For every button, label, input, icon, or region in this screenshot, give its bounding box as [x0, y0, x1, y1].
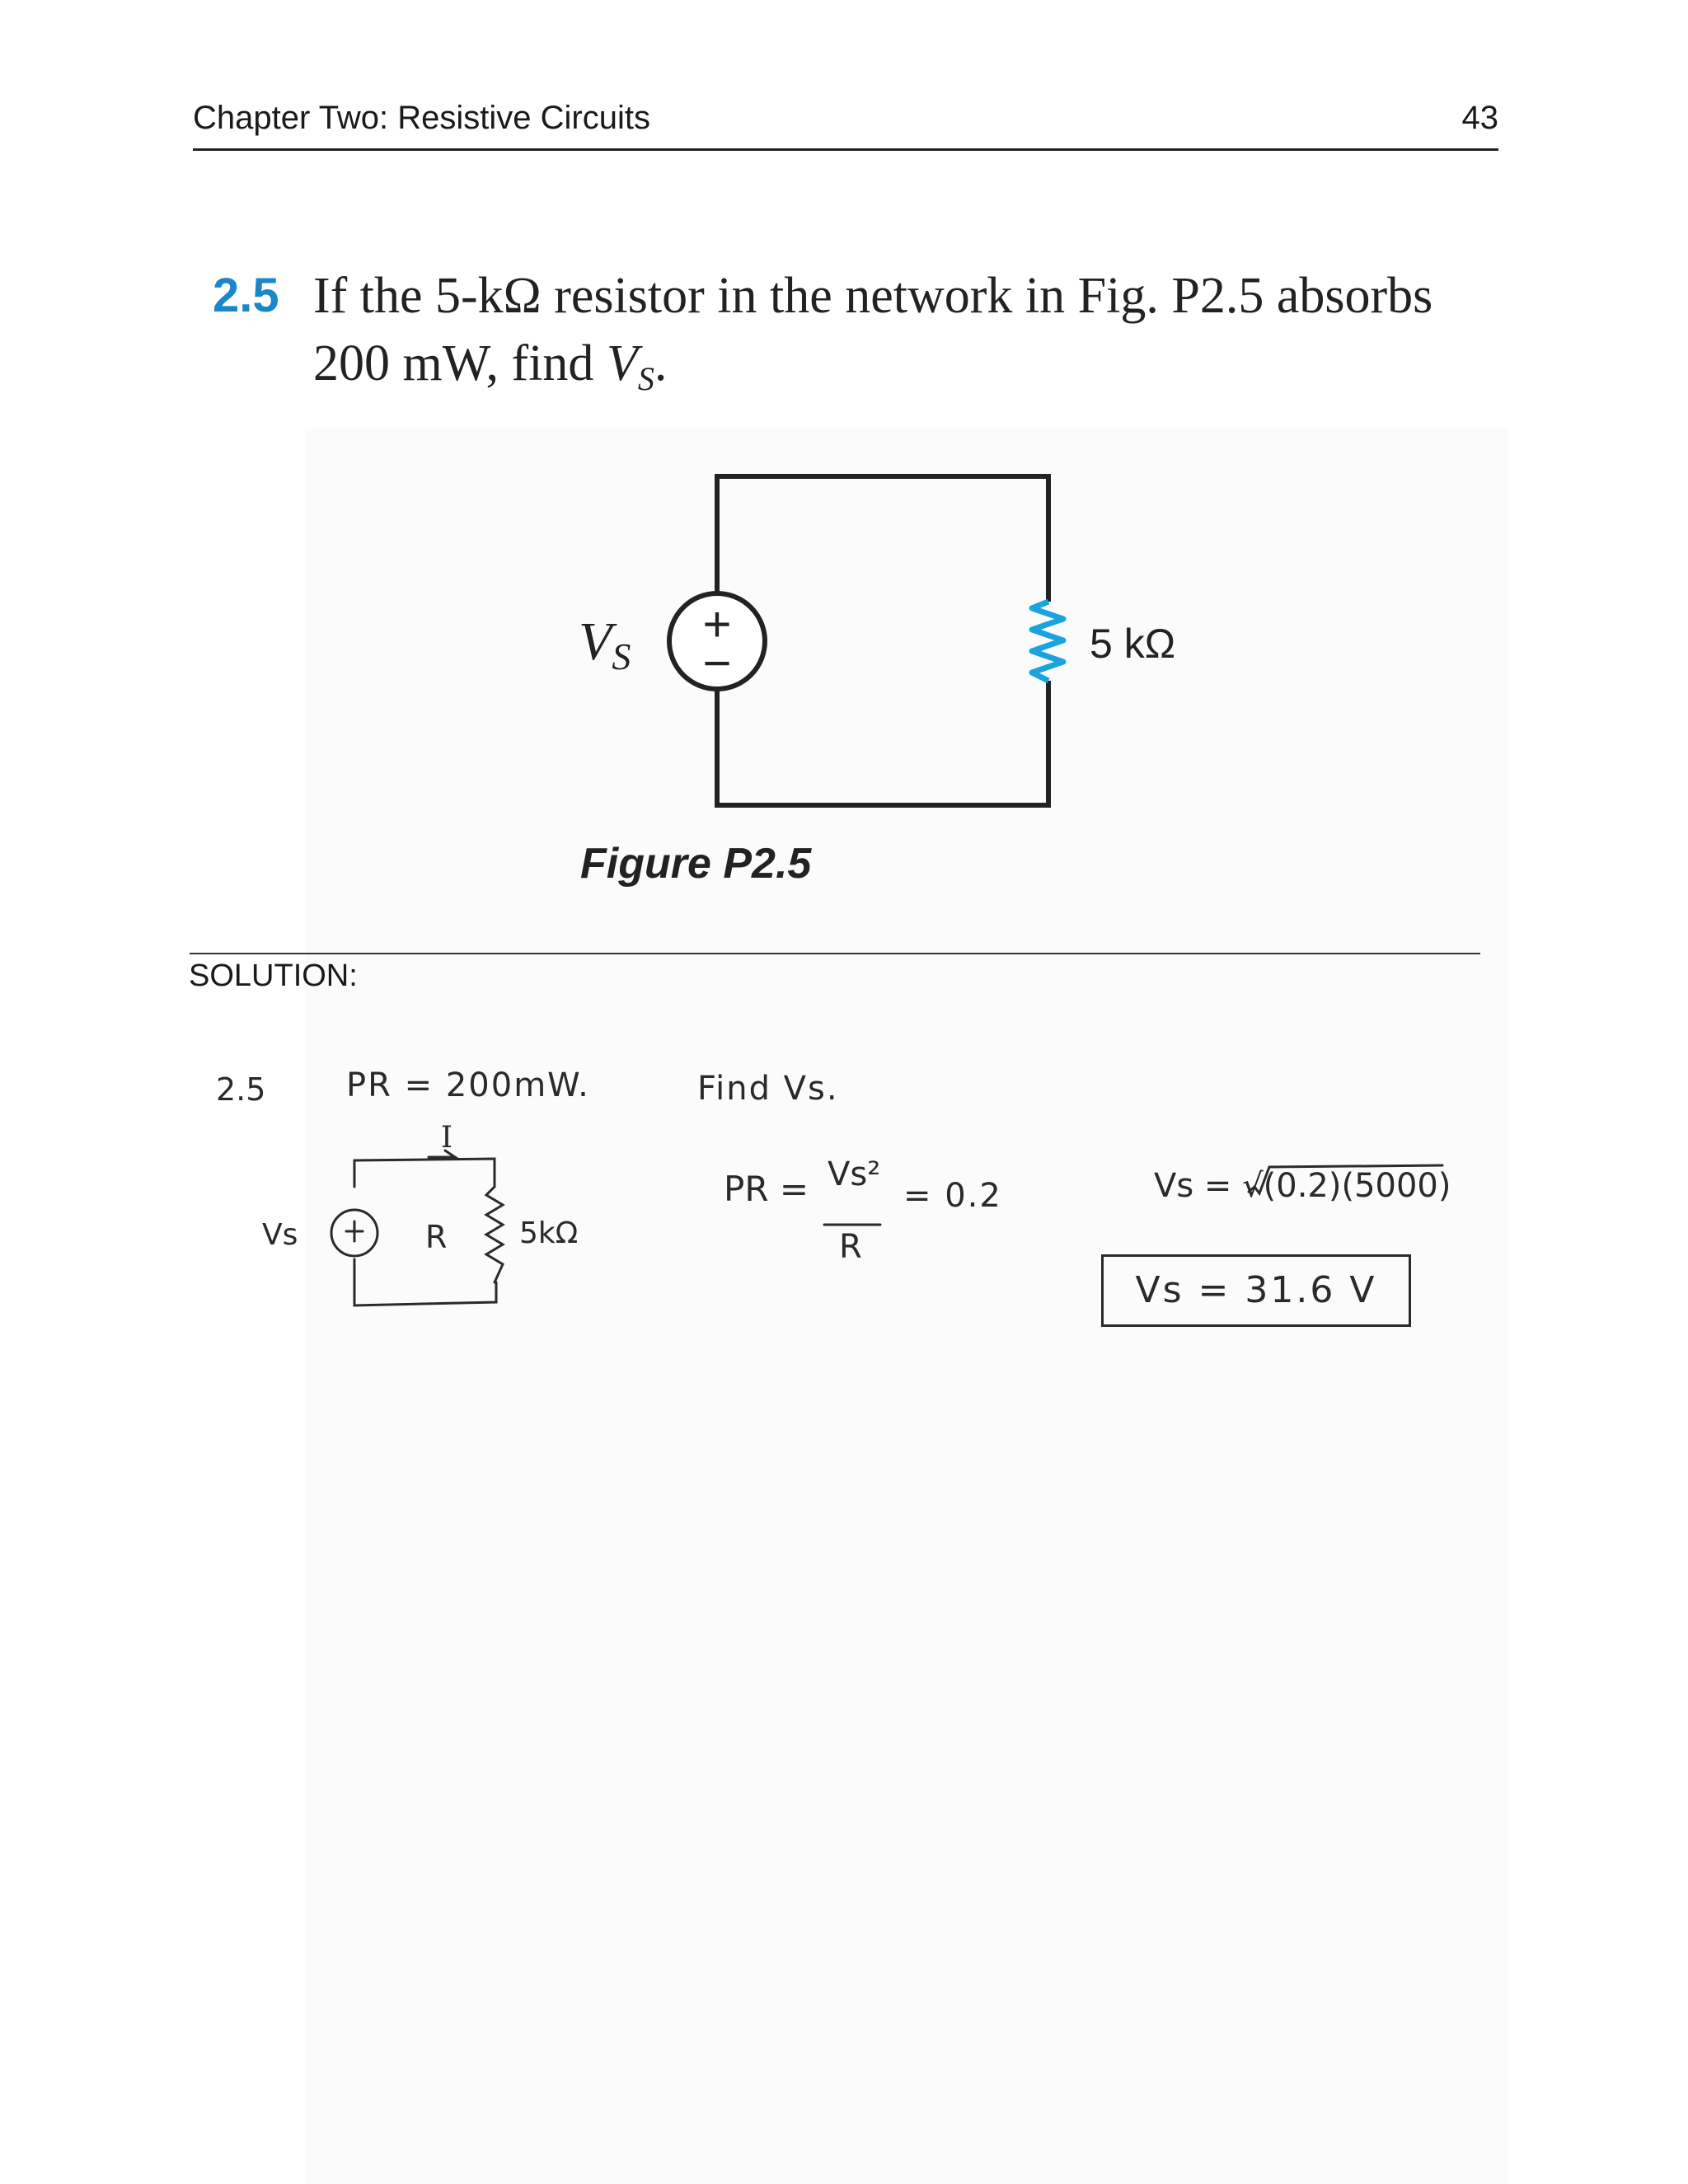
handwritten-given-power: PR = 200mW. [346, 1066, 590, 1104]
handwritten-sketch: I Vs R 5kΩ [262, 1121, 1444, 1307]
handwritten-eq-lhs: PR = [724, 1169, 809, 1209]
sketch-current-arrow [427, 1149, 459, 1159]
problem-text: If the 5-kΩ resistor in the network in F… [313, 262, 1500, 413]
source-label: VS [579, 612, 631, 677]
sketch-source-circle [330, 1208, 379, 1258]
scanned-solution-background [305, 429, 1508, 2184]
handwritten-vs-calculation: Vs = √(0.2)(5000) [1154, 1167, 1451, 1205]
problem-text-end: . [654, 335, 668, 391]
problem-text-main: If the 5-kΩ resistor in the network in F… [313, 268, 1433, 391]
boxed-answer: Vs = 31.6 V [1101, 1254, 1411, 1327]
problem-number: 2.5 [213, 269, 279, 322]
circuit-figure: + − VS 5 kΩ [579, 474, 1175, 808]
figure-caption: Figure P2.5 [580, 840, 812, 888]
sketch-sqrt-bar [1247, 1164, 1444, 1197]
sketch-current-label: I [441, 1121, 452, 1155]
sketch-source-label: Vs [262, 1218, 298, 1252]
page-number: 43 [1461, 100, 1499, 136]
sketch-resistor-label: R [425, 1219, 447, 1255]
handwritten-find: Find Vs. [697, 1070, 839, 1108]
source-minus-sign: − [702, 635, 731, 691]
voltage-source-symbol [667, 591, 767, 691]
left-bottom-wire [715, 681, 1051, 808]
solution-label: SOLUTION: [189, 958, 358, 993]
circuit-wires [715, 474, 1051, 808]
sketch-resistor-value: 5kΩ [519, 1216, 578, 1250]
problem-var-sub: S [637, 360, 654, 397]
chapter-title: Chapter Two: Resistive Circuits [193, 100, 650, 136]
solution-divider [190, 953, 1480, 954]
handwritten-eq-value: = 0.2 [903, 1177, 1002, 1215]
handwritten-problem-number: 2.5 [216, 1071, 266, 1108]
sketch-top-wire [353, 1157, 496, 1188]
left-top-wire [715, 474, 1051, 602]
sketch-bottom-wire [353, 1258, 498, 1307]
resistor-label: 5 kΩ [1090, 621, 1175, 667]
source-plus-sign: + [702, 597, 731, 652]
handwritten-eq-numerator: Vs² [828, 1155, 881, 1193]
running-header: Chapter Two: Resistive Circuits 43 [193, 97, 1498, 151]
problem-var: V [606, 335, 638, 391]
resistor-zigzag [1029, 598, 1067, 684]
sketch-resistor-zigzag [484, 1185, 505, 1284]
handwritten-eq-denominator: R [839, 1228, 862, 1266]
